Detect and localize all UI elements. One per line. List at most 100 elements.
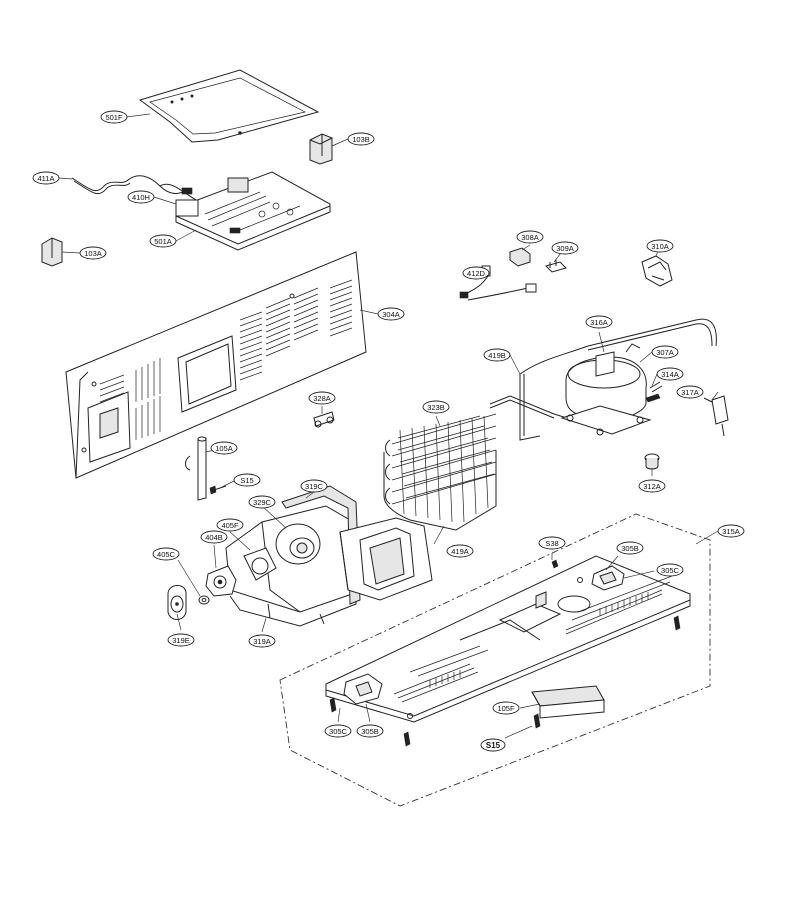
callout-312a: 312A [638, 479, 666, 493]
callout-label: 412D [467, 269, 486, 278]
control-board-501A [175, 171, 331, 251]
callout-label: 319E [172, 636, 190, 645]
callout-319a: 319A [248, 634, 276, 648]
fan-blade-319E [167, 585, 187, 620]
clip-314A [645, 381, 663, 403]
callout-304a: 304A [377, 307, 405, 321]
callout-314a: 314A [656, 367, 684, 381]
callout-411a: 411A [32, 171, 60, 185]
callout-label: 305B [621, 544, 639, 553]
callout-315a: 315A [717, 524, 745, 538]
callout-label: 328A [313, 394, 331, 403]
callout-323b: 323B [422, 400, 450, 414]
callout-label: 405C [157, 550, 176, 559]
callout-308a: 308A [516, 230, 544, 244]
callout-317a: 317A [676, 385, 704, 399]
callout-305c: 305C [656, 563, 684, 577]
callout-label: 310A [651, 242, 669, 251]
callout-label: 103B [352, 135, 370, 144]
callout-label: 319A [253, 637, 271, 646]
callout-label: 103A [84, 249, 102, 258]
bracket-103B [309, 133, 333, 165]
compressor-307A [560, 343, 652, 436]
fan-motor-329C [275, 523, 321, 565]
callout-410h: 410H [127, 190, 155, 204]
connector-309A [545, 260, 567, 273]
base-plate-315A [279, 513, 711, 807]
callout-412d: 412D [462, 266, 490, 280]
callout-label: 308A [521, 233, 539, 242]
callout-419b: 419B [483, 348, 511, 362]
callout-305b: 305B [356, 724, 384, 738]
callout-105a: 105A [210, 441, 238, 455]
callout-309a: 309A [551, 241, 579, 255]
callout-label: S15 [240, 476, 253, 485]
callout-405f: 405F [216, 518, 244, 532]
callout-316a: 316A [585, 315, 613, 329]
callout-329c: 329C [248, 495, 276, 509]
shroud-319C [281, 485, 433, 605]
back-panel-304A [65, 251, 367, 479]
callout-label: 315A [722, 527, 740, 536]
cover-plate-501F [138, 69, 320, 143]
callout-501a: 501A [149, 234, 177, 248]
callout-label: 329C [253, 498, 272, 507]
pipe-105A [185, 436, 207, 501]
callout-label: 309A [556, 244, 574, 253]
callout-label: 305B [361, 727, 379, 736]
callout-label: 105A [215, 444, 233, 453]
callout-label: 307A [656, 348, 674, 357]
bracket-105F [531, 685, 605, 719]
callout-103b: 103B [347, 132, 375, 146]
callout-label: S38 [545, 539, 558, 548]
condenser-323B [383, 413, 497, 531]
callout-label: 405F [221, 521, 239, 530]
callout-310a: 310A [646, 239, 674, 253]
callout-s15: S15 [233, 473, 261, 487]
callout-319e: 319E [167, 633, 195, 647]
callout-s38: S38 [538, 536, 566, 550]
screw-S15-lower [533, 713, 541, 729]
callout-305b: 305B [616, 541, 644, 555]
wire-harness-410H [71, 175, 197, 201]
callout-label: 305C [329, 727, 348, 736]
callout-404b: 404B [200, 530, 228, 544]
callout-305c: 305C [324, 724, 352, 738]
callout-label: 501F [105, 113, 123, 122]
callout-label: 316A [590, 318, 608, 327]
callout-105f: 105F [492, 701, 520, 715]
callout-label: 501A [154, 237, 172, 246]
callout-label: 419B [488, 351, 506, 360]
callout-307a: 307A [651, 345, 679, 359]
bearing-404B [205, 565, 237, 597]
bracket-103A [41, 237, 63, 267]
callout-label: 314A [661, 370, 679, 379]
clip-310A [641, 255, 673, 287]
callout-label: 323B [427, 403, 445, 412]
callout-501f: 501F [100, 110, 128, 124]
drier-317A [703, 395, 729, 437]
callout-label: 319C [305, 482, 324, 491]
callout-label: 105F [497, 704, 515, 713]
fitting-328A [313, 411, 335, 428]
callout-label: 410H [132, 193, 150, 202]
callout-label: 317A [681, 388, 699, 397]
callout-103a: 103A [79, 246, 107, 260]
callout-label: 304A [382, 310, 400, 319]
callout-label: S15 [486, 741, 501, 750]
motor-405F [243, 547, 277, 581]
callout-419a: 419A [446, 544, 474, 558]
callout-label: 419A [451, 547, 469, 556]
callout-label: 312A [643, 482, 661, 491]
callout-label: 305C [661, 566, 680, 575]
callout-328a: 328A [308, 391, 336, 405]
screw-S15-upper [209, 485, 227, 495]
base-assembly-319A [225, 505, 357, 627]
callout-s15: S15 [480, 738, 506, 752]
callout-label: 411A [38, 174, 55, 183]
grommet-312A [644, 453, 660, 470]
callout-405c: 405C [152, 547, 180, 561]
callout-319c: 319C [300, 479, 328, 493]
